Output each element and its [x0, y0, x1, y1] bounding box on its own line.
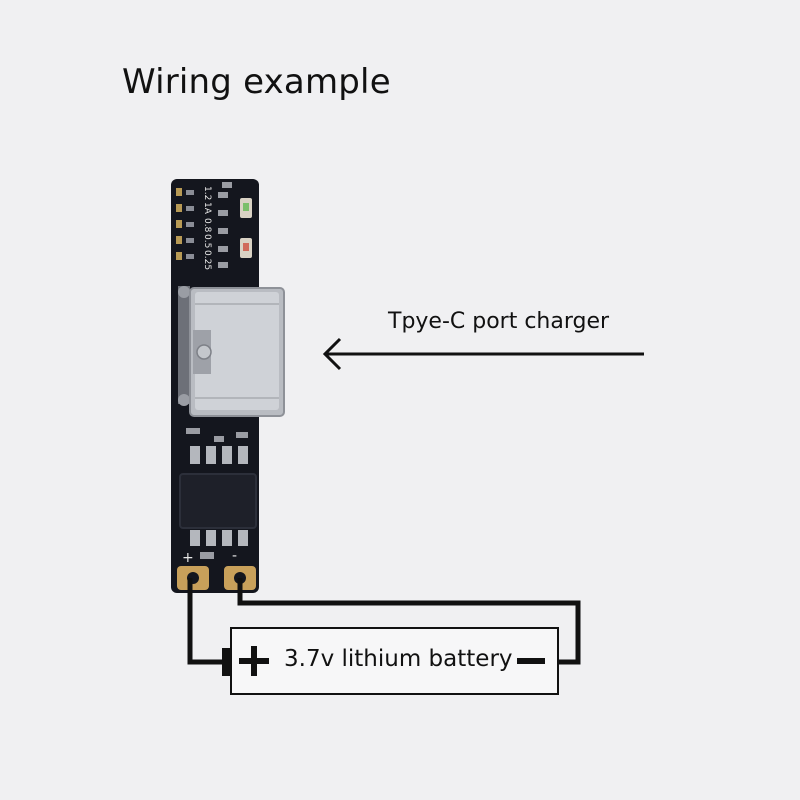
current-label: 0.25: [202, 250, 212, 270]
charger-callout-label: Tpye-C port charger: [388, 309, 610, 334]
negative-wire: [237, 578, 581, 665]
current-label: 0.5: [202, 234, 212, 248]
board-plus-sign: +: [182, 550, 194, 566]
current-label: 1A: [202, 202, 212, 215]
current-select-pads: [176, 188, 194, 260]
board-minus-sign: -: [232, 548, 237, 564]
current-label: 1.2: [202, 186, 212, 200]
battery: [222, 627, 559, 695]
battery-plus-icon: [239, 646, 269, 676]
current-labels: 1.2 1A 0.8 0.5 0.25: [202, 186, 212, 270]
charger-board: 1.2 1A 0.8 0.5 0.25: [171, 179, 285, 593]
battery-wires: [187, 578, 581, 665]
smd-components: [218, 182, 252, 268]
battery-minus-icon: [517, 658, 545, 664]
charger-arrow: [322, 337, 644, 371]
lower-components: [179, 428, 257, 559]
charger-ic: [179, 473, 257, 529]
positive-wire: [187, 578, 224, 665]
usb-c-port: [178, 286, 285, 417]
battery-label: 3.7v lithium battery: [284, 646, 513, 672]
page-title: Wiring example: [122, 62, 391, 102]
current-label: 0.8: [202, 218, 212, 233]
